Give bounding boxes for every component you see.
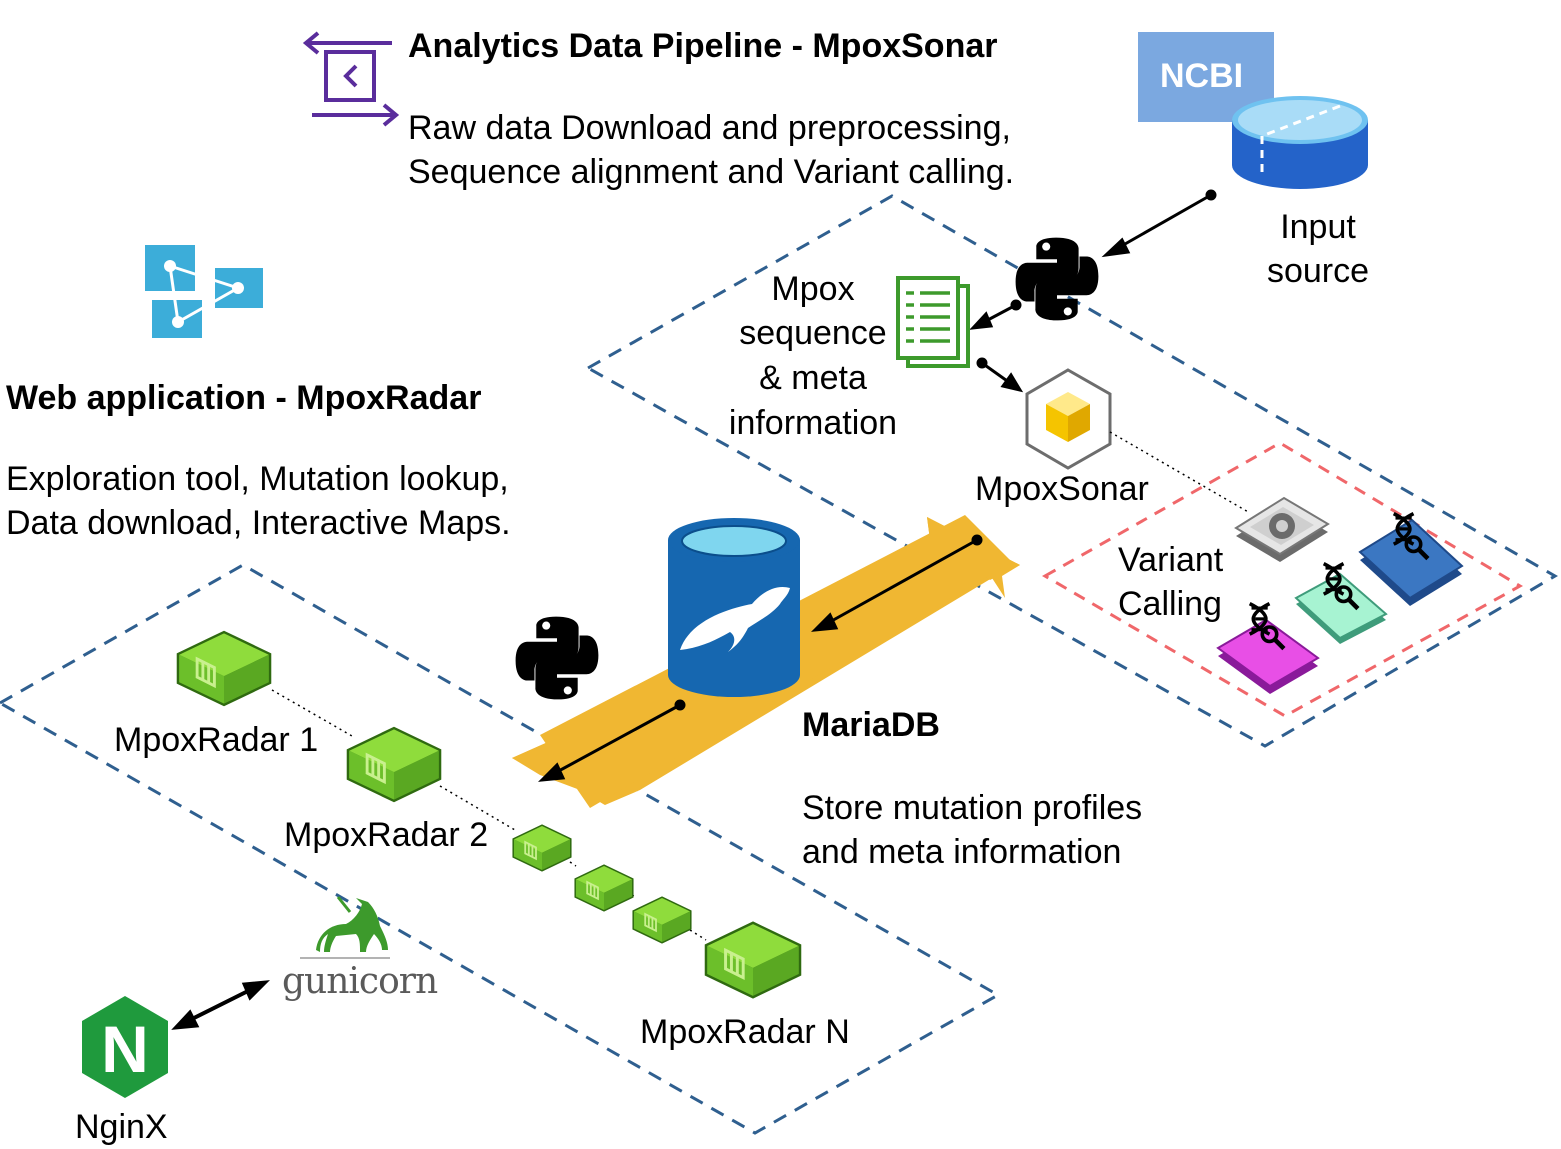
python-icon <box>515 616 599 700</box>
ncbi-badge-label: NCBI <box>1160 57 1244 95</box>
settings-key-icon <box>1234 496 1330 562</box>
mariadb-description-line2: and meta information <box>802 833 1122 871</box>
radar-instance-2: MpoxRadar 2 <box>284 816 489 854</box>
sequence-meta-line4: information <box>728 404 898 442</box>
server-box-icon <box>574 864 634 912</box>
sonar-label: MpoxSonar <box>975 470 1149 508</box>
flow-arrows <box>171 189 1217 1030</box>
mariadb-title: MariaDB <box>802 706 940 744</box>
pipeline-description-line1: Raw data Download and preprocessing, <box>408 109 1011 147</box>
pipeline-description-line2: Sequence alignment and Variant calling. <box>408 153 1015 191</box>
server-box-icon <box>346 726 442 803</box>
mariadb-icon <box>668 518 800 697</box>
sonar-cube-icon <box>1025 368 1112 470</box>
input-source-label-line2: source <box>1266 252 1370 290</box>
webapp-description-line2: Data download, Interactive Maps. <box>6 504 511 542</box>
document-icon <box>896 276 970 368</box>
pipeline-region <box>584 194 1558 748</box>
variant-calling-region <box>1041 441 1524 718</box>
gunicorn-label: gunicorn <box>282 961 438 1002</box>
pipeline-icon <box>302 31 400 127</box>
radar-instance-1: MpoxRadar 1 <box>114 721 319 759</box>
mariadb-description-line1: Store mutation profiles <box>802 789 1143 827</box>
input-source-label-line1: Input <box>1280 208 1356 246</box>
pipeline-title: Analytics Data Pipeline - MpoxSonar <box>408 27 998 65</box>
azure-logic-icon <box>145 245 263 338</box>
dna-key-blue <box>1358 514 1464 606</box>
nginx-label: NginX <box>75 1108 168 1146</box>
server-box-icon <box>632 896 692 944</box>
sequence-meta-line2: sequence <box>739 314 887 352</box>
sequence-meta-line1: Mpox <box>771 270 855 308</box>
dna-key-mint <box>1294 564 1388 644</box>
sequence-meta-line3: & meta <box>759 359 867 397</box>
server-box-icon <box>176 630 272 707</box>
server-box-icon <box>512 824 572 872</box>
nginx-glyph: N <box>101 1012 149 1086</box>
nginx-icon <box>82 996 168 1098</box>
server-box-icon <box>704 921 802 999</box>
dna-key-magenta <box>1216 604 1320 694</box>
variant-calling-line2: Calling <box>1118 585 1222 623</box>
webapp-description-line1: Exploration tool, Mutation lookup, <box>6 460 509 498</box>
python-icon <box>1015 237 1099 321</box>
gunicorn-unicorn-icon <box>300 896 390 959</box>
webapp-region <box>0 563 1002 1135</box>
ncbi-database-icon <box>1232 96 1368 189</box>
webapp-title: Web application - MpoxRadar <box>6 379 482 417</box>
variant-calling-line1: Variant <box>1118 541 1224 579</box>
radar-instance-n: MpoxRadar N <box>640 1013 850 1051</box>
